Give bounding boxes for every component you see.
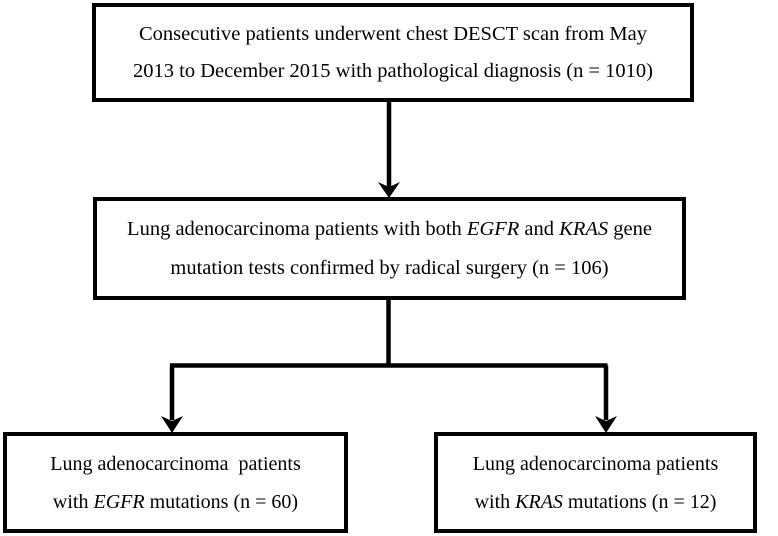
- node-kras-arm-line-2: with KRAS mutations (n = 12): [475, 492, 717, 512]
- arrowhead-cohort-to-eligible: [378, 182, 400, 198]
- node-kras-arm-line-1: Lung adenocarcinoma patients: [472, 452, 719, 475]
- node-eligible-text-c: gene: [608, 218, 652, 240]
- gene-name-egfr: EGFR: [93, 490, 145, 513]
- gene-name-kras: KRAS: [559, 218, 609, 240]
- arrowhead-eligible-to-kras: [595, 416, 617, 433]
- node-eligible-line-2: mutation tests confirmed by radical surg…: [170, 256, 609, 279]
- gene-name-egfr: EGFR: [466, 218, 520, 240]
- node-egfr-arm-text-a: with: [52, 490, 94, 513]
- node-egfr-arm-line-2: with EGFR mutations (n = 60): [53, 492, 298, 512]
- node-eligible-line-1: Lung adenocarcinoma patients with both E…: [127, 219, 652, 240]
- node-eligible-text-a: Lung adenocarcinoma patients with both: [127, 218, 467, 240]
- node-cohort: Consecutive patients underwent chest DES…: [92, 3, 694, 102]
- node-eligible: Lung adenocarcinoma patients with both E…: [93, 197, 686, 300]
- node-egfr-arm-line-1: Lung adenocarcinoma patients: [50, 452, 301, 475]
- node-kras-arm: Lung adenocarcinoma patients with KRAS m…: [434, 432, 757, 533]
- node-kras-arm-text-b: mutations (n = 12): [562, 490, 717, 513]
- node-eligible-text-b: and: [519, 218, 560, 240]
- node-egfr-arm: Lung adenocarcinoma patients with EGFR m…: [3, 432, 348, 533]
- node-cohort-line-2: 2013 to December 2015 with pathological …: [133, 59, 653, 82]
- gene-name-kras: KRAS: [515, 490, 563, 513]
- node-egfr-arm-text-b: mutations (n = 60): [144, 490, 299, 513]
- arrowhead-eligible-to-egfr: [161, 416, 183, 433]
- node-kras-arm-text-a: with: [474, 490, 516, 513]
- node-cohort-line-1: Consecutive patients underwent chest DES…: [138, 23, 648, 45]
